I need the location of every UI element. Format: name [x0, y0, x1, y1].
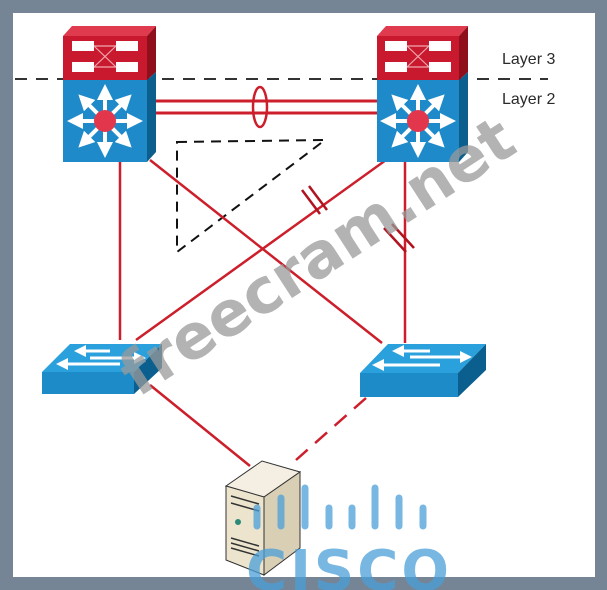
stp-loop-triangle	[176, 138, 329, 255]
layer2-label: Layer 2	[502, 91, 555, 108]
blocked-port-mark-diagonal	[301, 185, 328, 215]
switch-arrows-icon	[372, 345, 472, 371]
layer3-label: Layer 3	[502, 51, 555, 68]
link-dist-left-access-right	[149, 159, 383, 344]
dist-switch-right[interactable]	[377, 26, 468, 162]
access-switch-right[interactable]	[360, 344, 486, 397]
dist-switch-left[interactable]	[63, 26, 156, 162]
links	[118, 85, 415, 467]
link-dist-right-access-left	[135, 158, 387, 342]
layer3-module-icon	[377, 26, 468, 80]
layer2-switching-module-icon	[63, 72, 156, 162]
layer2-switching-module-icon	[377, 72, 468, 162]
switch-arrows-icon	[56, 345, 146, 370]
layer3-module-icon	[63, 26, 156, 80]
blocked-port-mark-vertical	[383, 223, 415, 253]
etherchannel-bundle-ellipse	[251, 85, 269, 129]
cisco-logo-text: CISCO	[246, 539, 452, 590]
access-switch-left[interactable]	[42, 344, 162, 394]
link-access-right-server-dashed	[295, 397, 367, 461]
cisco-logo-bars-icon	[253, 484, 427, 530]
link-access-left-server	[149, 384, 251, 467]
